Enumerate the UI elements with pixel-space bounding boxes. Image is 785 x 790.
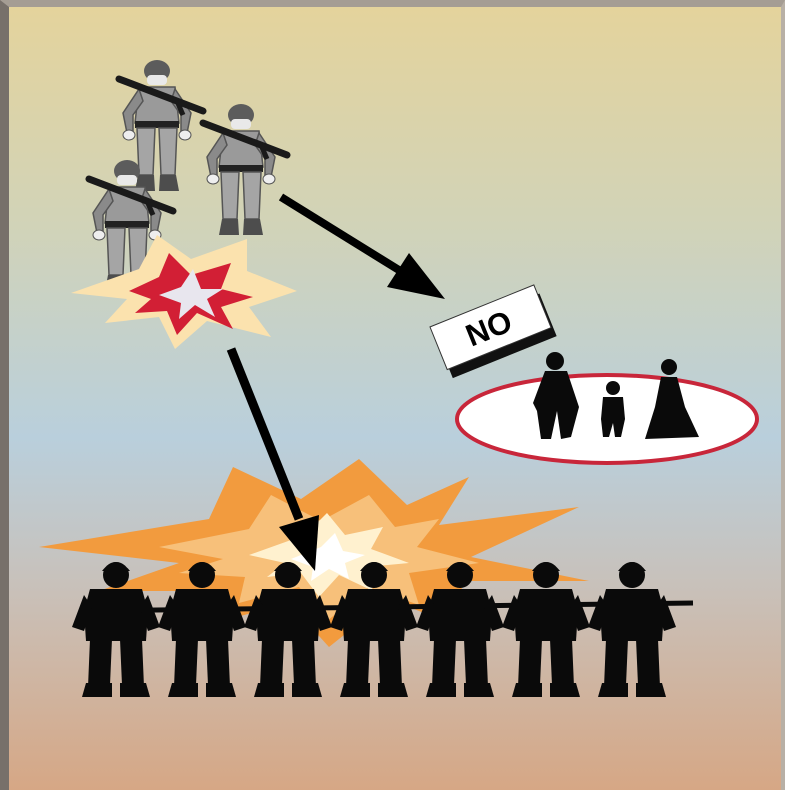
small-explosion-icon xyxy=(71,235,297,349)
diagram-canvas: NO xyxy=(9,7,781,790)
arrow-to-civilians xyxy=(281,197,445,299)
civilians-group xyxy=(457,352,757,463)
no-sign: NO xyxy=(430,284,557,379)
attacking-soldiers-group xyxy=(89,60,287,291)
armed-soldier-icon xyxy=(203,104,287,235)
diagram-panel: NO xyxy=(9,7,781,790)
soldier-silhouette-icon xyxy=(588,562,676,697)
soldier-silhouette-icon xyxy=(502,562,590,697)
